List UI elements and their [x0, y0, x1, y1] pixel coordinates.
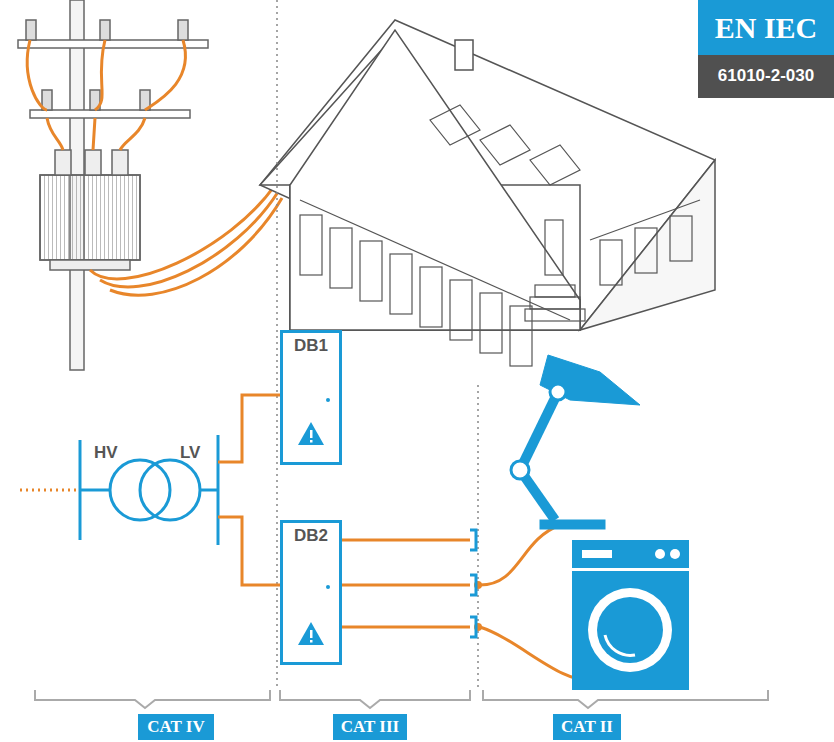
standard-number: 61010-2-030: [698, 55, 834, 98]
winding-label: LV: [180, 443, 200, 463]
winding-label: HV: [94, 443, 118, 463]
category-tag: CAT III: [333, 714, 407, 740]
node-text: CAT II: [561, 718, 613, 737]
distribution-board: DB1: [280, 330, 342, 465]
standard-badge: EN IEC: [698, 0, 834, 55]
node-text: EN IEC: [715, 11, 818, 44]
node-text: CAT IV: [147, 718, 204, 737]
node-text: 61010-2-030: [718, 67, 814, 86]
node-text: CAT III: [341, 718, 399, 737]
category-tag: CAT IV: [138, 714, 214, 740]
node-text: DB2: [294, 527, 328, 546]
node-text: DB1: [294, 337, 328, 356]
distribution-board: DB2: [280, 520, 342, 665]
category-tag: CAT II: [553, 714, 621, 740]
